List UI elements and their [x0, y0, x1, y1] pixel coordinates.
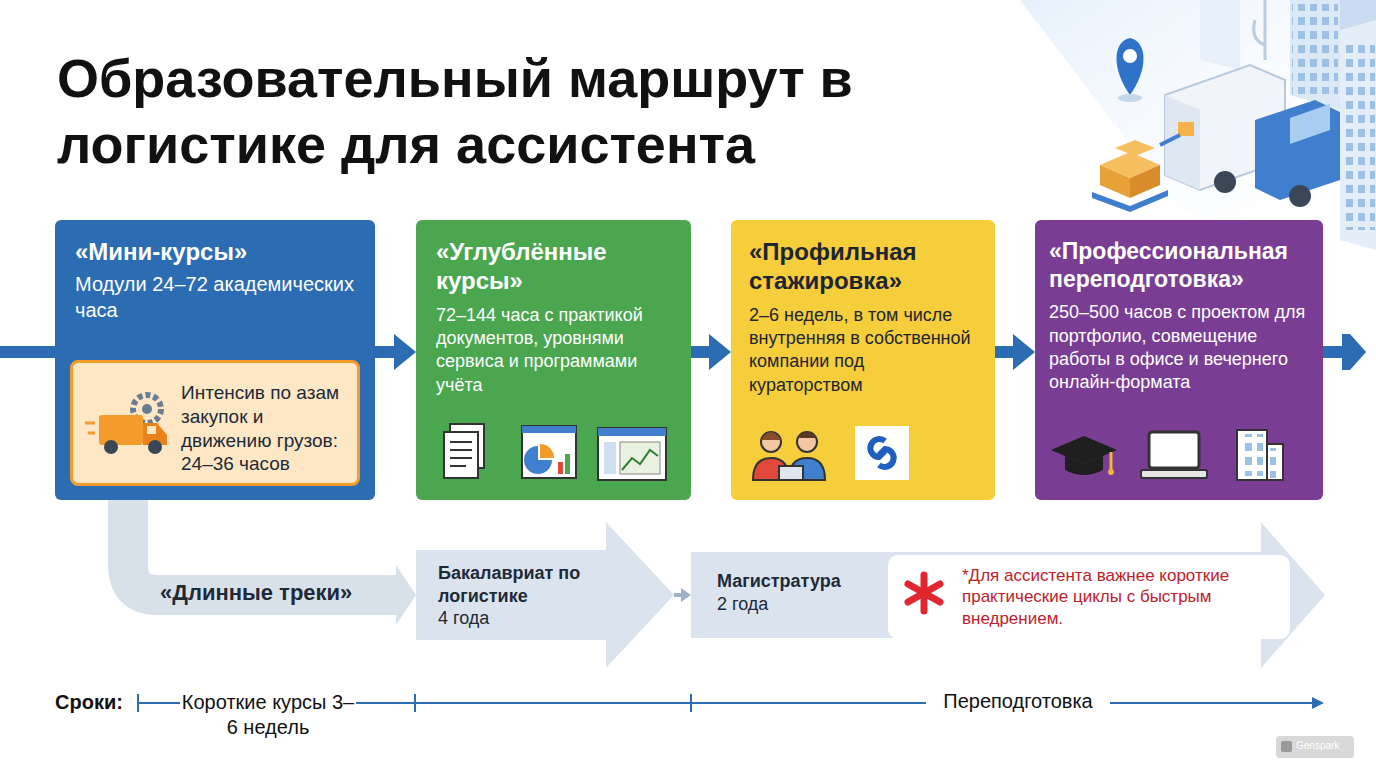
arrowhead — [1013, 334, 1035, 370]
box-text: Интенсив по азам закупок и движению груз… — [181, 381, 347, 476]
connector-line — [995, 346, 1013, 358]
box-heading: «Профильная стажировка» — [749, 238, 977, 296]
timeline-title: Сроки: — [55, 691, 135, 714]
box-text: 2–6 недель, в том числе внутренняя в соб… — [749, 304, 977, 398]
box-text: Модули 24–72 академических часа — [75, 271, 355, 323]
box-heading: Магистратура — [717, 570, 877, 593]
chart-icon — [520, 424, 580, 482]
connector — [995, 334, 1035, 370]
diagram-title: Образовательный маршрут в логистике для … — [57, 46, 957, 178]
box-text: 4 года — [438, 607, 614, 630]
inner-box: *Для ассистента важнее короткие практиче… — [888, 555, 1290, 639]
connector-line — [375, 346, 394, 358]
arrow-band-fill — [416, 522, 674, 668]
connector — [375, 334, 416, 370]
stage-box: «Профильная стажировка» 2–6 недель, в том… — [731, 220, 995, 500]
graduation-cap-icon — [1049, 432, 1119, 482]
people-icon — [749, 426, 833, 482]
connector-line — [674, 593, 681, 597]
asterisk-icon — [902, 571, 946, 615]
timeline-segment: Короткие курсы 3–6 недель — [180, 690, 356, 740]
arrowhead — [396, 565, 416, 625]
sky-wash — [1020, 0, 1376, 250]
document-icon — [440, 422, 490, 482]
arrowhead — [394, 334, 416, 370]
delivery-truck — [1165, 65, 1340, 207]
connector — [691, 334, 731, 370]
watermark-badge — [1276, 736, 1354, 758]
stage-box: «Профессиональная переподготовка» 250–500… — [1035, 220, 1323, 500]
box-heading: «Профессиональная переподготовка» — [1049, 238, 1309, 293]
arrowhead — [709, 334, 731, 370]
box-heading: «Углублённые курсы» — [436, 238, 671, 296]
box-heading: «Мини-курсы» — [75, 238, 355, 267]
inner-box: Интенсив по азам закупок и движению груз… — [70, 360, 360, 486]
box-text: 2 года — [717, 593, 877, 616]
arrow-band: Бакалавриат по логистике4 года — [416, 522, 674, 668]
box-text: *Для ассистента важнее короткие практиче… — [962, 565, 1280, 629]
arrow-band-fill — [691, 522, 1325, 668]
arrow-band: Магистратура2 года *Для ассистента важне… — [691, 522, 1325, 668]
company-logo — [855, 426, 909, 480]
track-label: «Длинные треки» — [160, 580, 400, 606]
connector — [128, 500, 416, 625]
timeline-segment: Переподготовка — [926, 690, 1110, 713]
office-building-icon — [1231, 426, 1287, 482]
connector — [674, 588, 691, 602]
screen-icon — [596, 426, 668, 482]
cargo-boxes — [1092, 135, 1180, 212]
watermark-logo — [1281, 741, 1292, 752]
watermark: Genspark — [1296, 740, 1352, 751]
box-text: 250–500 часов с проектом для портфолио, … — [1049, 301, 1309, 395]
box-text: 72–144 часа с практикой документов, уров… — [436, 304, 671, 398]
stage-box: «Углублённые курсы» 72–144 часа с практик… — [416, 220, 691, 500]
connector-line — [691, 346, 709, 358]
laptop-icon — [1139, 430, 1209, 482]
location-pin — [1117, 38, 1144, 102]
box-heading: Бакалавриат по логистике — [438, 562, 614, 607]
truck-gear-icon — [85, 389, 173, 461]
arrowhead — [681, 588, 691, 602]
stage-box: «Мини-курсы» Модули 24–72 академических ч… — [55, 220, 375, 500]
